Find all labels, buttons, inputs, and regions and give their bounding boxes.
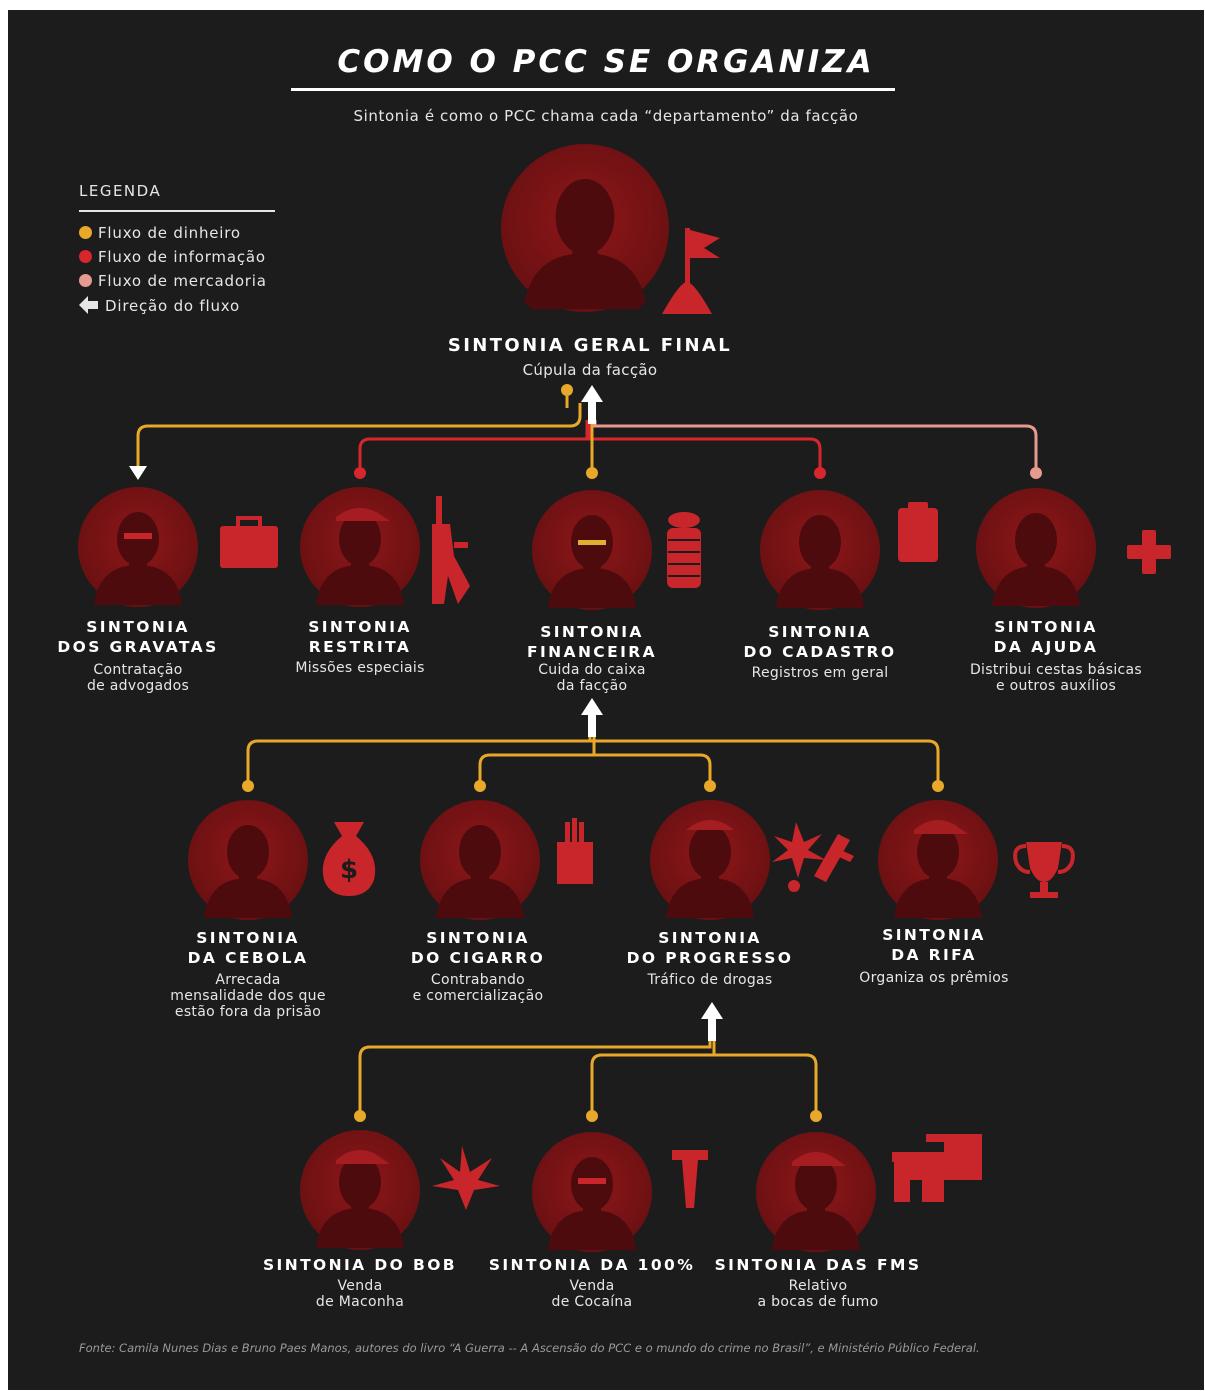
node-desc-cadastro: Registros em geral [751,665,889,681]
connectors-bottom [358,1030,818,1112]
node-name-ajuda: SINTONIA DA AJUDA [993,618,1099,656]
page-subtitle: Sintonia é como o PCC chama cada “depart… [353,107,859,125]
houses-icon [892,1134,982,1202]
portrait-avatar-financeira [532,490,652,610]
title-divider [291,88,895,91]
vial-icon [672,1150,708,1208]
rifle-icon [432,496,470,604]
node-name-bob: SINTONIA DO BOB [262,1256,458,1274]
legend-label: Fluxo de dinheiro [98,224,241,242]
node-desc-cem: Venda de Cocaína [551,1278,633,1310]
legend-item-info: Fluxo de informação [79,247,266,267]
portrait-avatar-cebola [188,800,308,920]
node-name-cadastro: SINTONIA DO CADASTRO [743,623,897,661]
connectors-middle [246,722,940,784]
node-desc-geral: Cúpula da facção [522,361,658,379]
cross-icon [1127,530,1171,574]
portrait-avatar-bob [300,1130,420,1250]
portrait-avatar-rifa [878,800,998,920]
portrait-avatar-ajuda [976,488,1096,608]
source-footnote: Fonte: Camila Nunes Dias e Bruno Paes Ma… [79,1341,980,1355]
connectors-top [136,403,1038,476]
legend-item-goods: Fluxo de mercadoria [79,271,267,291]
coin-stack-icon [667,512,701,588]
svg-text:$: $ [340,855,358,885]
portrait-avatar-geral [501,144,669,312]
money-bag-icon: $ [322,822,376,896]
arrow-up-icon [581,385,603,424]
goods-dot-icon [79,274,92,287]
page-title: COMO O PCC SE ORGANIZA [337,44,875,80]
legend-label: Fluxo de informação [98,248,266,266]
portrait-avatar-cadastro [760,490,880,610]
portrait-avatar-restrita [300,487,420,607]
legend-label: Fluxo de mercadoria [98,272,267,290]
clipboard-icon [898,502,938,562]
arrow-up-icon [581,698,603,737]
portrait-avatar-progresso [650,800,770,920]
node-name-rifa: SINTONIA DA RIFA [882,926,986,964]
node-name-gravatas: SINTONIA DOS GRAVATAS [57,618,219,656]
arrow-up-icon [701,1002,723,1041]
org-chart-graph: $ [78,144,1171,1252]
node-name-cebola: SINTONIA DA CEBOLA [187,929,309,967]
node-desc-progresso: Tráfico de drogas [647,972,773,988]
trophy-icon [1013,842,1075,898]
legend-label: Direção do fluxo [105,297,240,315]
node-desc-rifa: Organiza os prêmios [859,970,1009,986]
arrow-down-icon [129,466,147,480]
infographic-panel: COMO O PCC SE ORGANIZA Sintonia é como o… [8,10,1204,1390]
portrait-avatar-gravatas [78,487,198,607]
node-desc-financeira: Cuida do caixa da facção [538,662,646,694]
node-name-cigarro: SINTONIA DO CIGARRO [410,929,546,967]
money-dot-icon [79,226,92,239]
portrait-avatar-cem [532,1132,652,1252]
node-desc-restrita: Missões especiais [295,660,425,676]
briefcase-icon [220,516,278,568]
drugs-icon [772,822,854,892]
node-desc-ajuda: Distribui cestas básicas e outros auxíli… [969,662,1143,694]
portrait-avatar-fms [756,1132,876,1252]
portrait-avatar-cigarro [420,800,540,920]
node-desc-gravatas: Contratação de advogados [86,662,190,694]
arrow-left-icon [79,296,98,314]
node-desc-fms: Relativo a bocas de fumo [757,1278,879,1310]
node-name-geral: SINTONIA GERAL FINAL [447,335,733,356]
leaf-icon [432,1146,500,1210]
node-name-restrita: SINTONIA RESTRITA [308,618,412,656]
flag-icon [662,228,720,314]
legend-item-direction: Direção do fluxo [79,296,240,316]
legend-title: LEGENDA [79,182,162,200]
node-name-financeira: SINTONIA FINANCEIRA [527,623,657,661]
node-desc-bob: Venda de Maconha [315,1278,405,1310]
node-name-cem: SINTONIA DA 100% [488,1256,696,1274]
node-desc-cebola: Arrecada mensalidade dos que estão fora … [170,972,326,1020]
node-desc-cigarro: Contrabando e comercialização [412,972,544,1004]
legend-item-money: Fluxo de dinheiro [79,223,241,243]
info-dot-icon [79,250,92,263]
cigarette-pack-icon [557,818,593,884]
legend-divider [79,210,275,212]
node-name-fms: SINTONIA DAS FMS [714,1256,922,1274]
node-name-progresso: SINTONIA DO PROGRESSO [626,929,794,967]
